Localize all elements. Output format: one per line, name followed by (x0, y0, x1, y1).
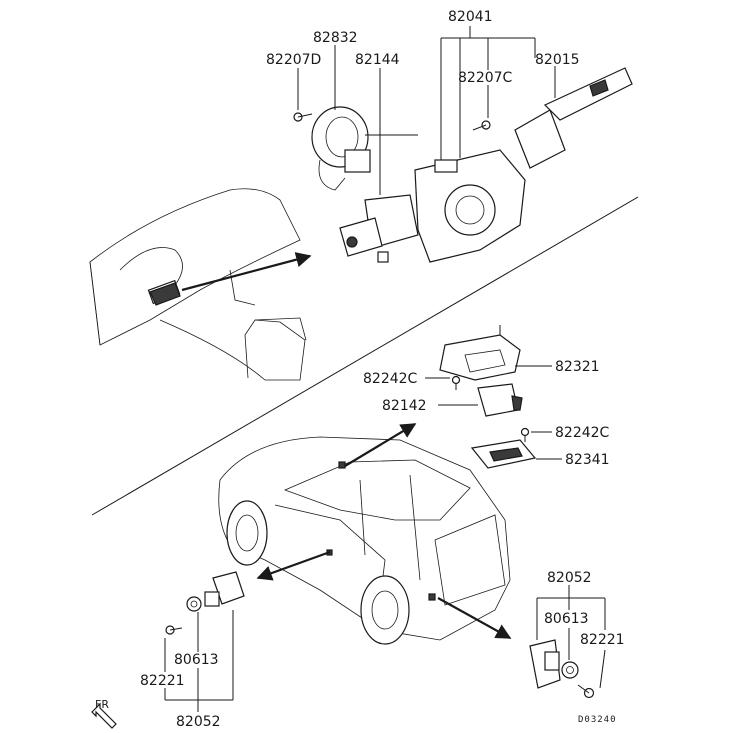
lamp-82341 (470, 439, 537, 469)
screw-82242C-upper (451, 375, 461, 390)
upper-indicator-arrow (181, 252, 312, 292)
arrow-to-right-switch (437, 597, 512, 639)
label-82041: 82041 (448, 9, 493, 25)
label-82052-left: 82052 (176, 714, 221, 730)
bracket-82321 (439, 325, 521, 381)
label-82221-left: 82221 (140, 673, 185, 689)
label-82341: 82341 (565, 452, 610, 468)
door-switch-82052-right (529, 639, 595, 699)
arrow-to-dome-lamp (344, 423, 417, 467)
label-82142: 82142 (382, 398, 427, 414)
vehicle-illustration (218, 436, 511, 645)
label-82242C-upper: 82242C (363, 371, 418, 387)
screw-82242C-lower (520, 427, 530, 442)
label-82207C: 82207C (458, 70, 513, 86)
label-82221-right: 82221 (580, 632, 625, 648)
left-leaders (164, 610, 234, 712)
combination-switch-body (414, 149, 526, 263)
dashboard-illustration (89, 188, 307, 381)
door-switch-82052-left (165, 571, 245, 635)
label-82242C-lower: 82242C (555, 425, 610, 441)
label-82321: 82321 (555, 359, 600, 375)
right-leaders (536, 585, 606, 689)
screw-82207C (472, 120, 491, 131)
label-80613-right: 80613 (544, 611, 589, 627)
arrow-to-left-switch (256, 550, 331, 581)
section-divider (91, 196, 639, 516)
switch-82142 (477, 383, 523, 417)
clock-spring-82832 (311, 106, 371, 191)
lever-switch-82015 (514, 67, 633, 169)
label-82144: 82144 (355, 52, 400, 68)
label-80613-left: 80613 (174, 652, 219, 668)
switch-82144 (339, 194, 419, 263)
front-direction-indicator (91, 702, 117, 729)
screw-82207D (293, 112, 313, 122)
label-82052-right: 82052 (547, 570, 592, 586)
label-82015: 82015 (535, 52, 580, 68)
label-82207D: 82207D (266, 52, 321, 68)
drawing-code: D03240 (578, 715, 617, 725)
label-82832: 82832 (313, 30, 358, 46)
front-label: FR (95, 698, 109, 711)
mid-leaders (425, 365, 562, 460)
upper-leaders (297, 26, 556, 195)
